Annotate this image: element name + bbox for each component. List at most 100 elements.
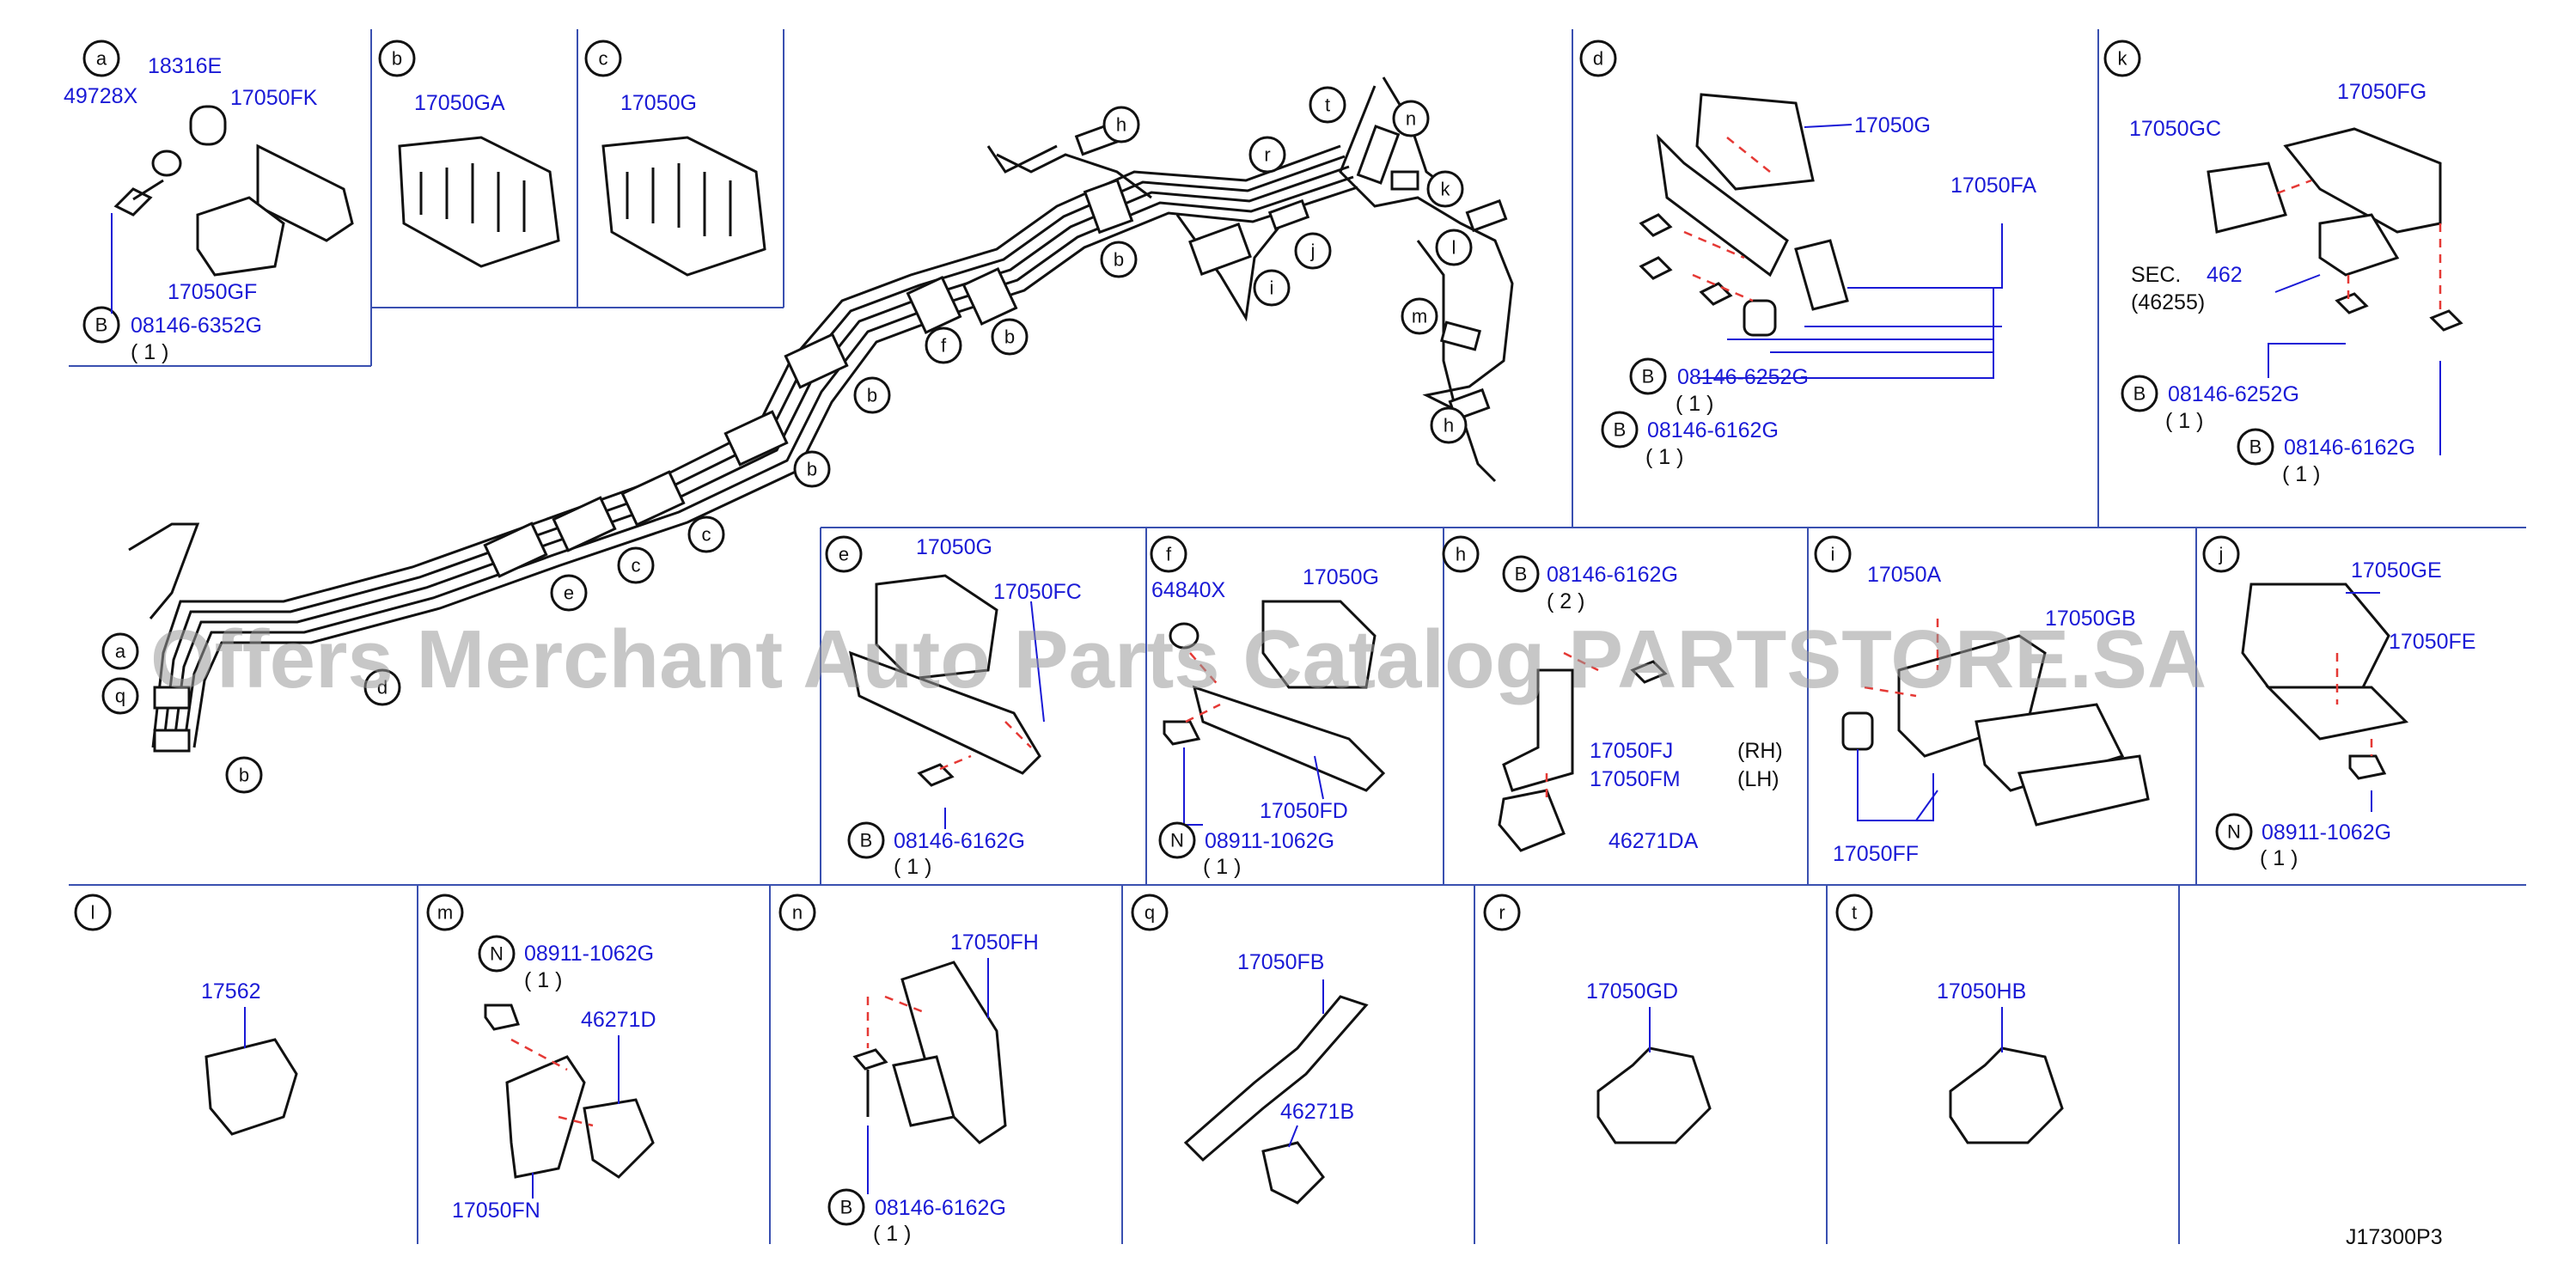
panel-r: r 17050GD [1483,894,1712,1144]
svg-text:64840X: 64840X [1151,578,1226,602]
svg-text:17050FA: 17050FA [1950,174,2036,198]
panel-e: e 17050G 17050FC B 08146-6162G ( 1 ) [825,535,1082,879]
clip-17050hb [1949,1046,2064,1144]
svg-text:m: m [1412,306,1427,327]
callout-n: n [1392,100,1430,137]
svg-text:17050FE: 17050FE [2389,630,2475,654]
svg-text:462: 462 [2207,263,2243,287]
svg-text:17050FD: 17050FD [1260,799,1348,823]
svg-text:17050GE: 17050GE [2351,558,2442,583]
clip-17050g-c [601,136,766,277]
svg-text:17050G: 17050G [916,535,992,559]
svg-text:j: j [2219,544,2224,565]
svg-text:d: d [377,677,388,699]
callout-b5: b [225,756,263,794]
panel-t: t 17050HB [1835,894,2064,1144]
svg-text:08146-6162G: 08146-6162G [894,829,1025,853]
svg-text:c: c [599,48,608,70]
svg-text:a: a [96,48,107,70]
callout-m: m [1401,297,1438,335]
svg-text:i: i [1831,544,1835,565]
svg-text:t: t [1325,95,1330,116]
svg-text:b: b [392,48,402,70]
svg-text:N: N [2227,821,2241,843]
svg-text:17050G: 17050G [620,91,697,115]
bracket-17050fj [1502,668,1574,792]
svg-text:n: n [792,902,803,924]
panel-c: c 17050G [584,40,766,277]
svg-text:( 1 ): ( 1 ) [524,968,562,992]
svg-text:q: q [115,686,125,707]
panel-i: i 17050A 17050GB 17050FF [1814,535,2150,866]
svg-text:17050A: 17050A [1867,563,1942,587]
svg-text:e: e [839,544,849,565]
svg-text:b: b [867,385,877,406]
svg-text:b: b [807,459,817,480]
svg-text:SEC.: SEC. [2131,263,2181,287]
svg-text:17050FC: 17050FC [993,580,1082,604]
svg-text:17050HB: 17050HB [1937,979,2026,1004]
clip-46271b [1261,1141,1325,1205]
svg-text:08146-6162G: 08146-6162G [1547,563,1678,587]
svg-text:t: t [1852,902,1857,924]
panel-grid [69,29,2526,1244]
bolt-head [113,187,153,217]
svg-text:49728X: 49728X [64,84,138,108]
svg-text:( 1 ): ( 1 ) [873,1222,911,1246]
svg-text:08911-1062G: 08911-1062G [524,942,654,966]
grommet-18316e [189,105,227,146]
callout-t: t [1309,86,1346,124]
callout-a: a [101,632,139,670]
svg-text:17050FF: 17050FF [1833,842,1919,866]
svg-text:08146-6162G: 08146-6162G [1647,418,1779,442]
svg-text:r: r [1264,144,1270,166]
svg-text:B: B [2133,383,2146,405]
callout-q: q [101,677,139,715]
panel-n: n 17050FH B 08146-6162G ( 1 ) [778,894,1039,1246]
panel-q: q 17050FB 46271B [1131,894,1369,1205]
svg-text:B: B [95,314,108,336]
svg-text:d: d [1593,48,1603,70]
svg-text:i: i [1270,278,1274,299]
svg-text:( 1 ): ( 1 ) [894,855,931,879]
svg-text:( 1 ): ( 1 ) [131,340,168,364]
svg-text:a: a [115,641,126,662]
panel-h: h B 08146-6162G ( 2 ) 17050FJ 17050FM (R… [1442,535,1783,853]
plate-17050fa [1794,239,1849,311]
svg-text:h: h [1456,544,1466,565]
callout-b2: b [991,318,1029,356]
svg-text:08146-6162G: 08146-6162G [875,1196,1006,1220]
clip-46271d [583,1098,655,1179]
svg-text:08146-6162G: 08146-6162G [2284,436,2415,460]
svg-text:17050GA: 17050GA [414,91,505,115]
svg-text:f: f [941,335,947,357]
svg-text:17562: 17562 [201,979,261,1004]
bracket-d [1656,133,1789,278]
svg-text:N: N [490,943,504,965]
svg-text:( 1 ): ( 1 ) [1676,392,1713,416]
panel-k: k 17050FG 17050GC SEC. 462 (46255) B 081… [2103,40,2463,486]
callout-k: k [1426,170,1464,208]
block-sec-462 [2318,213,2400,277]
svg-text:f: f [1166,544,1172,565]
svg-text:(46255): (46255) [2131,290,2205,314]
bracket-17050fb [1183,995,1369,1162]
clip-17050g-e [875,574,998,680]
panel-m: m N 08911-1062G ( 1 ) 46271D 17050FN [426,894,656,1223]
clip-17050gc [2207,162,2287,234]
svg-text:18316E: 18316E [148,54,222,78]
svg-text:( 1 ): ( 1 ) [2282,462,2320,486]
svg-text:17050FG: 17050FG [2337,80,2426,104]
bracket-17050fn [505,1055,586,1179]
svg-text:( 1 ): ( 1 ) [2165,409,2203,433]
panel-f: f 64840X 17050G 17050FD N 08911-1062G ( … [1150,535,1386,879]
svg-text:k: k [2118,48,2128,70]
svg-text:17050GD: 17050GD [1586,979,1678,1004]
svg-text:q: q [1145,902,1155,924]
bracket-17050fk [256,143,354,242]
svg-text:b: b [1004,326,1015,348]
clip-17562 [204,1038,298,1136]
svg-text:l: l [1452,237,1456,259]
callout-b1: b [1100,241,1138,278]
svg-text:b: b [239,765,249,786]
